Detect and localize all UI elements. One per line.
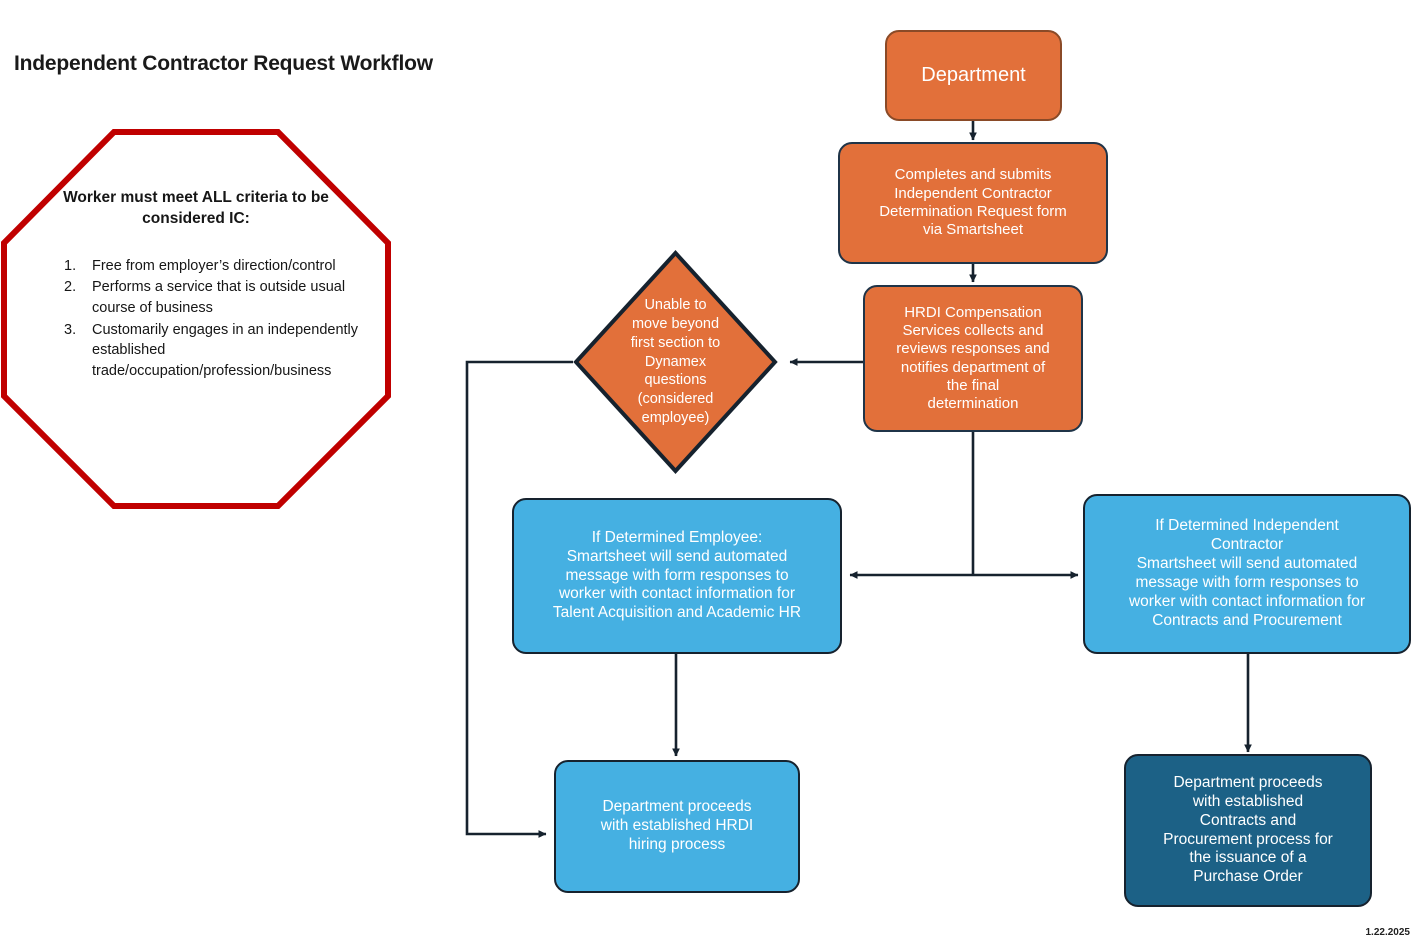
- callout-criteria-list: 1. Free from employer’s direction/contro…: [34, 256, 358, 381]
- node-determined-employee[interactable]: If Determined Employee: Smartsheet will …: [512, 498, 842, 654]
- node-department[interactable]: Department: [885, 30, 1062, 121]
- node-unable-to-proceed[interactable]: Unable to move beyond first section to D…: [573, 250, 778, 474]
- list-item: 3. Customarily engages in an independent…: [34, 320, 358, 382]
- node-label: Unable to move beyond first section to D…: [630, 297, 721, 427]
- list-item-text: Free from employer’s direction/control: [92, 257, 336, 274]
- ic-criteria-callout: Worker must meet ALL criteria to be cons…: [0, 126, 394, 512]
- node-submit-form[interactable]: Completes and submits Independent Contra…: [838, 142, 1108, 264]
- node-purchase-order[interactable]: Department proceeds with established Con…: [1124, 754, 1372, 907]
- node-hrdi-review[interactable]: HRDI Compensation Services collects and …: [863, 285, 1083, 432]
- node-label: If Determined Independent Contractor Sma…: [1128, 517, 1366, 629]
- list-item-text: Performs a service that is outside usual…: [92, 279, 346, 316]
- list-item-text: Customarily engages in an independently …: [92, 321, 359, 379]
- list-item: 2. Performs a service that is outside us…: [34, 277, 358, 318]
- callout-heading: Worker must meet ALL criteria to be cons…: [63, 189, 329, 227]
- node-hrdi-hiring[interactable]: Department proceeds with established HRD…: [554, 760, 800, 893]
- node-label: Department proceeds with established Con…: [1163, 773, 1333, 886]
- list-item-number: 2.: [64, 279, 77, 296]
- date-stamp: 1.22.2025: [1365, 927, 1411, 938]
- node-label: Department proceeds with established HRD…: [600, 798, 754, 853]
- node-label: HRDI Compensation Services collects and …: [896, 303, 1050, 413]
- list-item: 1. Free from employer’s direction/contro…: [34, 256, 358, 277]
- list-item-number: 1.: [64, 257, 77, 274]
- node-label: If Determined Employee: Smartsheet will …: [552, 528, 802, 622]
- octagon-outline: [1, 129, 391, 509]
- node-label: Department: [921, 64, 1026, 87]
- page-title: Independent Contractor Request Workflow: [14, 52, 433, 75]
- list-item-number: 3.: [64, 321, 77, 338]
- diamond-shape: [573, 250, 778, 474]
- node-label: Completes and submits Independent Contra…: [879, 166, 1067, 239]
- node-determined-contractor[interactable]: If Determined Independent Contractor Sma…: [1083, 494, 1411, 654]
